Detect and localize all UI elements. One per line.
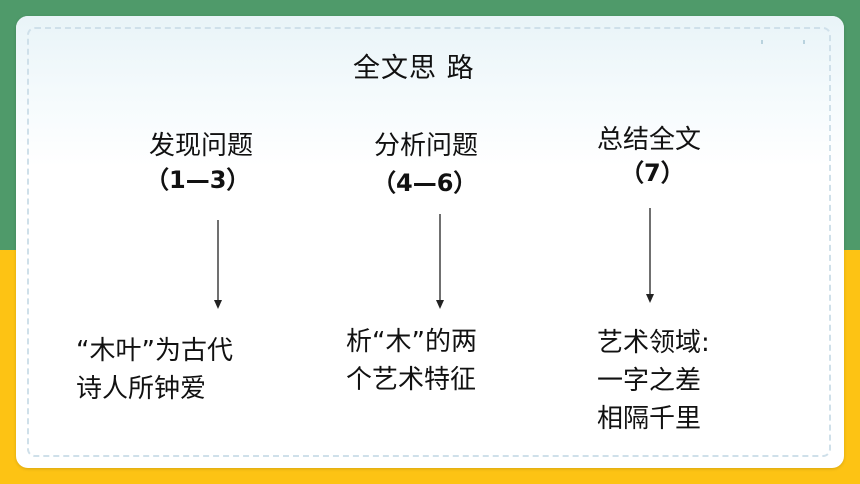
column-3-line-3: 相隔千里 (597, 404, 702, 434)
column-2-line-2: 个艺术特征 (346, 365, 477, 395)
column-2-arrow (436, 214, 444, 309)
column-1-arrow (214, 220, 222, 309)
frame-tick-mark (803, 40, 805, 44)
slide-title: 全文思 路 (353, 53, 475, 84)
column-3-range: （7） (620, 159, 685, 187)
column-3-heading: 总结全文 (597, 125, 702, 155)
column-3-line-1: 艺术领域: (597, 328, 710, 358)
column-3-line-2: 一字之差 (597, 366, 702, 396)
column-1-line-1: “木叶”为古代 (76, 336, 233, 366)
frame-tick-mark (761, 40, 763, 44)
column-2-heading: 分析问题 (374, 131, 479, 161)
dashed-frame (27, 27, 831, 457)
column-1-range: （1—3） (145, 166, 251, 194)
column-1-heading: 发现问题 (149, 131, 254, 161)
column-2-range: （4—6） (372, 169, 478, 197)
column-2-line-1: 析“木”的两 (346, 327, 477, 357)
card-top-gradient (16, 16, 844, 166)
column-3-arrow (646, 208, 654, 303)
column-1-line-2: 诗人所钟爱 (76, 374, 207, 404)
